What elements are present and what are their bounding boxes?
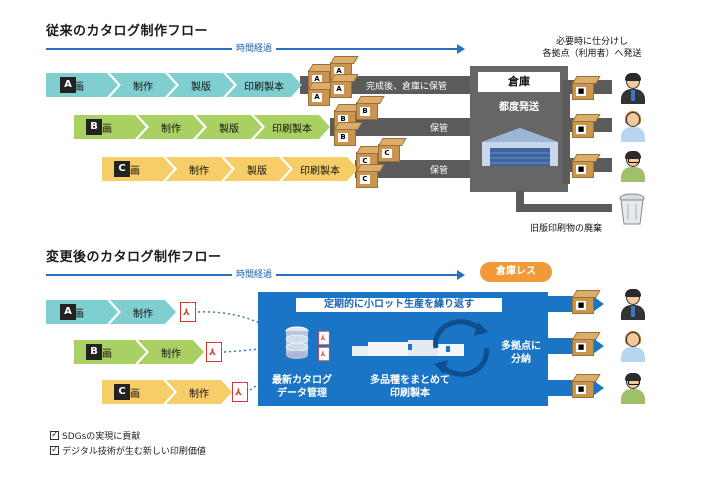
box-icon: B	[356, 102, 378, 120]
old-c-step-plan: 企画	[102, 157, 174, 181]
checkbox-icon	[50, 443, 59, 458]
warehouse-building-icon	[482, 128, 558, 166]
old-c-letter-badge: C	[114, 161, 130, 177]
user-icon	[620, 289, 646, 320]
new-b-step-make: 制作	[138, 340, 204, 364]
old-a-letter-badge: A	[60, 77, 76, 93]
pdf-file-icon: ⅄	[232, 382, 248, 402]
box-icon: ■	[572, 160, 594, 178]
old-c-step-plate: 製版	[224, 157, 290, 181]
new-flow-title: 変更後のカタログ制作フロー	[46, 250, 222, 265]
dispatch-note-line2: 各拠点（利用者）へ発送	[542, 49, 642, 59]
new-a-step-plan: 企画	[46, 300, 118, 324]
dispatch-lane-trunk	[562, 80, 570, 184]
dispatch-note: 必要時に仕分けし 各拠点（利用者）へ発送	[532, 36, 652, 60]
disposal-lane-h	[516, 204, 612, 212]
user-glasses-icon	[620, 151, 646, 182]
box-icon: A	[330, 80, 352, 98]
old-flow-title: 従来のカタログ制作フロー	[46, 24, 209, 39]
warehouse-subtitle: 都度発送	[499, 102, 539, 113]
benefit-checklist: SDGsの実現に貢献 デジタル技術が生む新しい印刷価値	[50, 428, 206, 460]
old-a-step-make: 制作	[110, 73, 176, 97]
old-b-step-plate: 製版	[196, 115, 262, 139]
old-lane-c-note: 保管	[430, 166, 449, 176]
new-row-b: 企画 制作 B	[74, 340, 204, 364]
user-icon	[620, 73, 646, 104]
pdf-file-icon: ⅄	[206, 342, 222, 362]
old-lane-b-note: 保管	[430, 124, 449, 134]
trash-can-icon	[619, 193, 645, 225]
box-icon: B	[334, 128, 356, 146]
box-icon: A	[308, 88, 330, 106]
recycle-arrows-icon	[433, 319, 489, 377]
database-icon	[285, 326, 309, 359]
new-c-step-make: 制作	[166, 380, 232, 404]
old-b-step-make: 制作	[138, 115, 204, 139]
new-c-step-plan: 企画	[102, 380, 174, 404]
dispatch-note-line1: 必要時に仕分けし	[555, 37, 628, 47]
old-b-step-plan: 企画	[74, 115, 146, 139]
batch-print-label: 多品種をまとめて 印刷製本	[370, 375, 450, 399]
old-row-b: 企画 制作 製版 印刷製本 B	[74, 115, 334, 139]
user-female-icon	[620, 111, 646, 142]
box-icon: ■	[572, 338, 594, 356]
checklist-item: SDGsの実現に貢献	[50, 428, 206, 445]
old-row-a: 企画 制作 製版 印刷製本 A	[46, 73, 306, 97]
old-a-step-plan: 企画	[46, 73, 118, 97]
old-lane-b	[330, 118, 470, 136]
pdf-file-icon: ⅄	[180, 302, 196, 322]
old-b-step-print: 印刷製本	[254, 115, 330, 139]
box-icon: ■	[572, 380, 594, 398]
new-b-step-plan: 企画	[74, 340, 146, 364]
new-c-letter-badge: C	[114, 384, 130, 400]
new-row-a: 企画 制作 A	[46, 300, 176, 324]
old-c-step-make: 制作	[166, 157, 232, 181]
disposal-lane	[516, 190, 524, 212]
old-a-step-plate: 製版	[168, 73, 234, 97]
old-lane-a-note: 完成後、倉庫に保管	[366, 82, 448, 92]
old-c-step-print: 印刷製本	[282, 157, 358, 181]
warehouse-title: 倉庫	[478, 72, 560, 92]
disposal-note: 旧版印刷物の廃棄	[530, 224, 603, 234]
data-management-label: 最新カタログ データ管理	[272, 375, 332, 399]
new-b-letter-badge: B	[86, 344, 102, 360]
box-icon: C	[378, 144, 400, 162]
old-timeline-label: 時間経過	[232, 41, 277, 54]
box-icon: ■	[572, 82, 594, 100]
new-a-step-make: 制作	[110, 300, 176, 324]
small-lot-banner: 定期的に小ロット生産を繰り返す	[296, 298, 502, 312]
new-timeline-label: 時間経過	[232, 267, 277, 280]
old-a-step-print: 印刷製本	[226, 73, 302, 97]
pdf-file-icon: ⅄	[318, 331, 330, 345]
distribute-label: 多拠点に 分納	[501, 341, 541, 365]
new-row-c: 企画 制作 C	[102, 380, 232, 404]
box-icon: ■	[572, 296, 594, 314]
checklist-item: デジタル技術が生む新しい印刷価値	[50, 443, 206, 460]
pdf-file-icon: ⅄	[318, 347, 330, 361]
user-female-icon	[620, 331, 646, 362]
box-icon: ■	[572, 120, 594, 138]
old-row-c: 企画 制作 製版 印刷製本 C	[102, 157, 362, 181]
new-a-letter-badge: A	[60, 304, 76, 320]
user-glasses-icon	[620, 373, 646, 404]
old-b-letter-badge: B	[86, 119, 102, 135]
printing-press-icon	[352, 340, 464, 356]
warehouse-less-badge: 倉庫レス	[480, 262, 552, 282]
checkbox-icon	[50, 428, 59, 443]
box-icon: C	[356, 170, 378, 188]
